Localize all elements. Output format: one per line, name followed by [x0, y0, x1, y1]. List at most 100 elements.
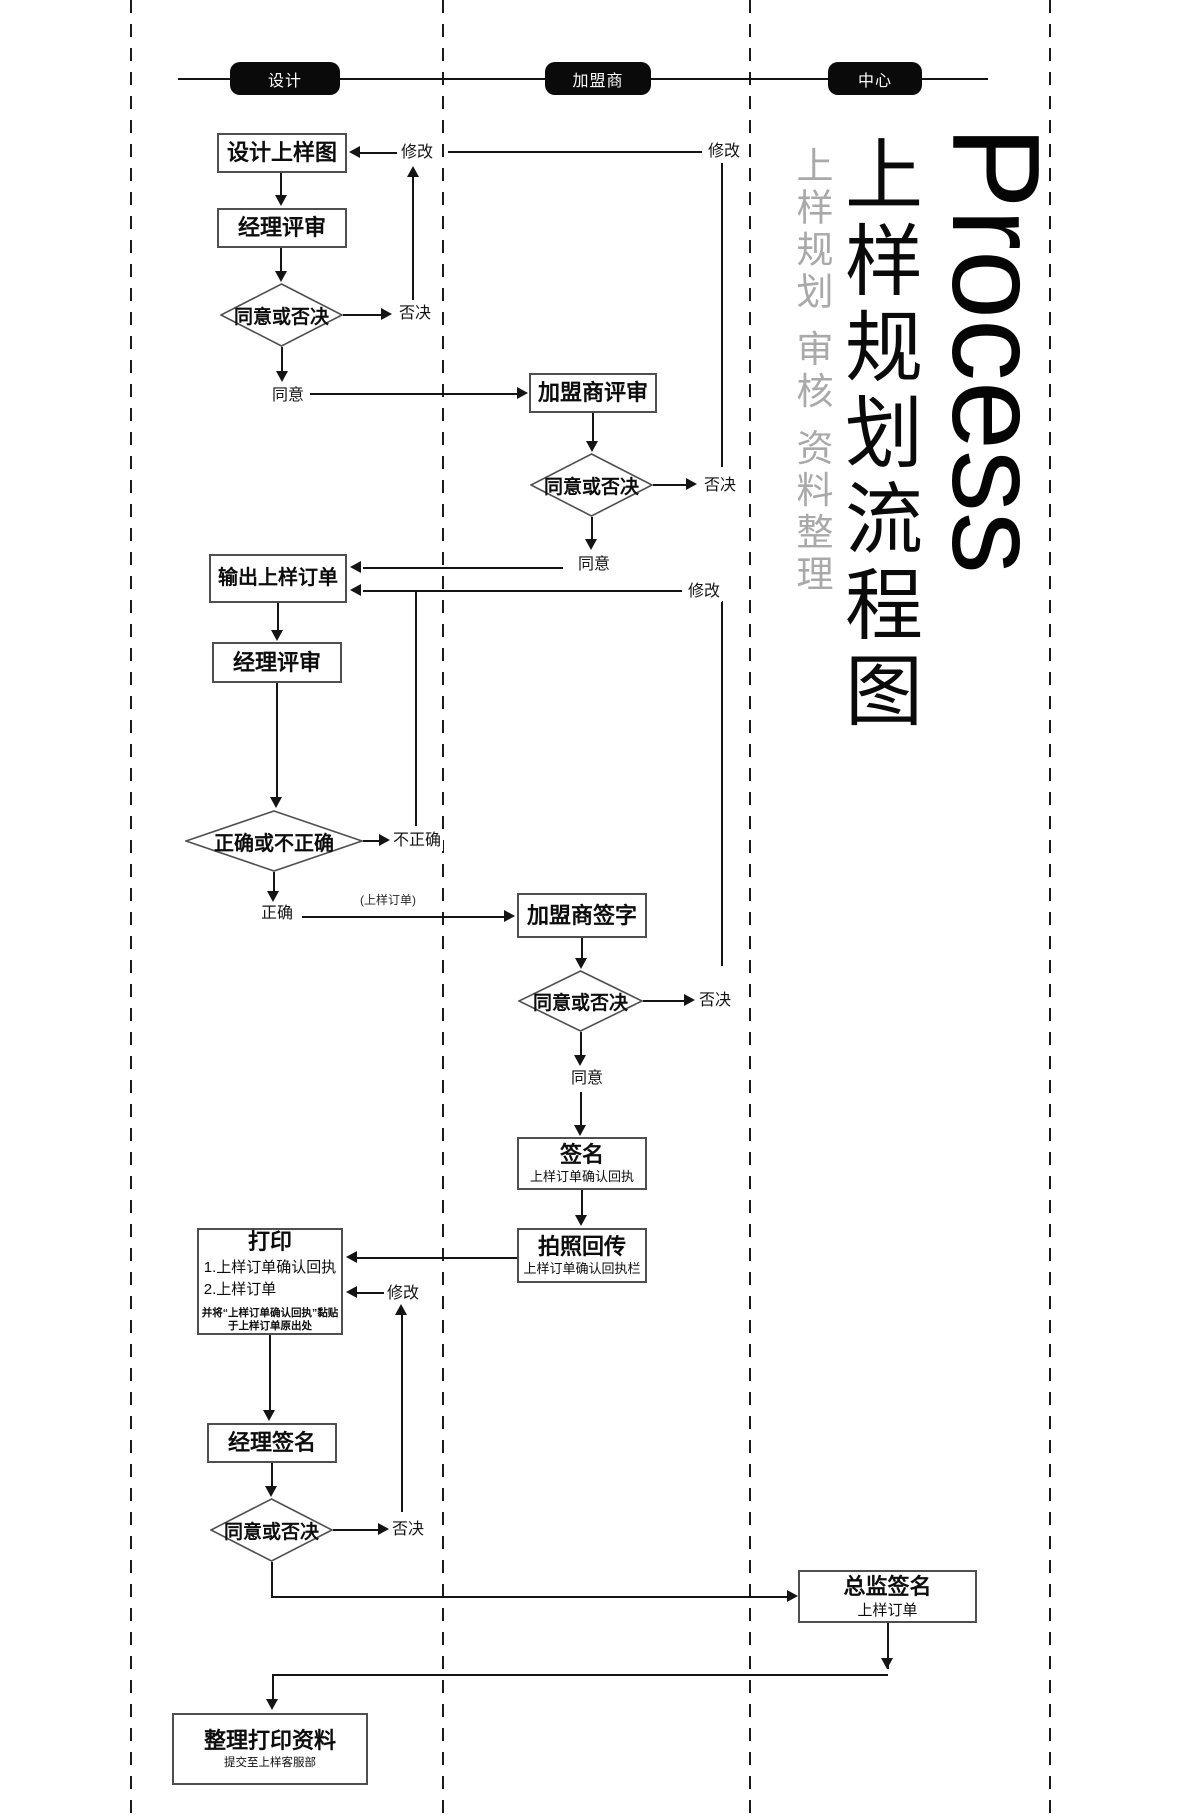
decision-label: 同意或否决	[532, 992, 628, 1014]
print-item-list: 1.上样订单确认回执 2.上样订单	[204, 1257, 337, 1302]
connector	[277, 603, 279, 635]
lane-header-center: 中心	[828, 62, 922, 95]
node-organize-print: 整理打印资料 提交至上样客服部	[172, 1713, 368, 1785]
connector	[721, 163, 723, 467]
connector	[721, 601, 723, 966]
connector	[887, 1623, 889, 1669]
decision-approve-2: 同意或否决	[530, 453, 653, 517]
connector	[592, 413, 594, 445]
connector	[281, 347, 283, 375]
connector	[580, 1092, 582, 1130]
node-label: 设计上样图	[226, 140, 337, 166]
node-label: 经理评审	[232, 649, 321, 675]
node-sign: 签名 上样订单确认回执	[517, 1137, 647, 1190]
arrowhead	[271, 630, 283, 641]
arrowhead	[684, 994, 695, 1006]
arrowhead	[787, 1590, 798, 1602]
edge-label-approve-3: 同意	[569, 1069, 606, 1089]
node-label: 打印	[247, 1229, 292, 1255]
node-director-sign: 总监签名 上样订单	[798, 1570, 977, 1623]
connector	[272, 1674, 274, 1704]
arrowhead	[378, 1523, 389, 1535]
connector	[280, 248, 282, 274]
connector	[333, 1529, 381, 1531]
node-manager-sign: 经理签名	[207, 1423, 337, 1463]
arrowhead	[346, 1286, 357, 1298]
lane-divider-3	[749, 0, 751, 1819]
diamond-shape	[220, 283, 343, 347]
arrowhead	[350, 561, 361, 573]
arrowhead	[575, 1215, 587, 1226]
node-manager-review-1: 经理评审	[217, 208, 347, 248]
connector	[269, 1335, 271, 1415]
lane-divider-1	[130, 0, 132, 1819]
diamond-shape	[185, 810, 363, 872]
connector	[273, 872, 275, 896]
edge-label-correct: 正确	[259, 904, 296, 924]
print-item: 2.上样订单	[203, 1281, 277, 1299]
edge-label-approve-1: 同意	[270, 386, 307, 406]
edge-label-reject-3: 否决	[697, 991, 734, 1011]
arrowhead	[276, 371, 288, 382]
decision-approve-4: 同意或否决	[210, 1498, 333, 1562]
title-tagline: 上样规划 审核 资料整理	[791, 146, 832, 597]
edge-label-modify-2: 修改	[706, 142, 743, 162]
arrowhead	[275, 271, 287, 282]
arrowhead	[346, 1251, 357, 1263]
arrowhead	[574, 1125, 586, 1136]
arrowhead	[586, 441, 598, 452]
edge-label-reject-2: 否决	[702, 476, 739, 496]
print-note: 并将“上样订单确认回执”黏贴 于上样订单原出处	[202, 1307, 339, 1334]
node-label: 拍照回传	[537, 1234, 626, 1260]
edge-label-reject-1: 否决	[397, 304, 434, 324]
node-photo-upload: 拍照回传 上样订单确认回执栏	[517, 1228, 647, 1283]
node-output-order: 输出上样订单	[209, 554, 347, 603]
lane-header-design: 设计	[230, 62, 340, 95]
lane-header-label: 加盟商	[572, 72, 624, 90]
edge-label-reject-4: 否决	[390, 1520, 427, 1540]
node-print: 打印 1.上样订单确认回执 2.上样订单 并将“上样订单确认回执”黏贴 于上样订…	[197, 1228, 343, 1335]
title-process-en: Process	[926, 126, 1064, 574]
arrowhead	[881, 1658, 893, 1669]
decision-approve-3: 同意或否决	[518, 970, 643, 1032]
arrowhead	[275, 195, 287, 206]
connector	[271, 1463, 273, 1491]
connector	[591, 517, 593, 543]
connector	[653, 484, 689, 486]
edge-label-modify-3: 修改	[686, 582, 723, 602]
node-franchisee-review: 加盟商评审	[529, 373, 657, 413]
edge-label-approve-2: 同意	[576, 555, 613, 575]
connector	[355, 152, 397, 154]
lane-divider-2	[442, 0, 444, 1819]
connector	[280, 173, 282, 197]
node-sublabel: 上样订单确认回执栏	[523, 1260, 641, 1276]
arrowhead	[263, 1410, 275, 1421]
diamond-shape	[210, 1498, 333, 1562]
connector	[343, 314, 387, 316]
decision-label: 同意或否决	[543, 476, 639, 498]
node-sublabel: 上样订单确认回执	[529, 1168, 634, 1184]
arrowhead	[575, 958, 587, 969]
connector	[363, 567, 563, 569]
connector	[271, 1562, 273, 1598]
arrowhead	[349, 146, 360, 158]
arrowhead	[574, 1055, 586, 1066]
connector	[580, 1032, 582, 1060]
connector	[363, 840, 387, 842]
edge-label-modify-4: 修改	[385, 1284, 422, 1304]
connector	[276, 683, 278, 801]
connector	[643, 1000, 687, 1002]
node-label: 加盟商评审	[537, 380, 648, 406]
arrowhead	[270, 797, 282, 808]
decision-label: 同意或否决	[223, 1521, 319, 1543]
lane-header-label: 设计	[267, 72, 302, 90]
arrowhead	[585, 539, 597, 550]
arrowhead	[266, 1699, 278, 1710]
title-process-zh: 上样规划流程图	[834, 134, 922, 736]
decision-label: 正确或不正确	[214, 832, 334, 855]
connector	[415, 591, 417, 826]
connector	[272, 1674, 888, 1676]
node-label: 经理评审	[237, 215, 326, 241]
diamond-shape	[530, 453, 653, 517]
